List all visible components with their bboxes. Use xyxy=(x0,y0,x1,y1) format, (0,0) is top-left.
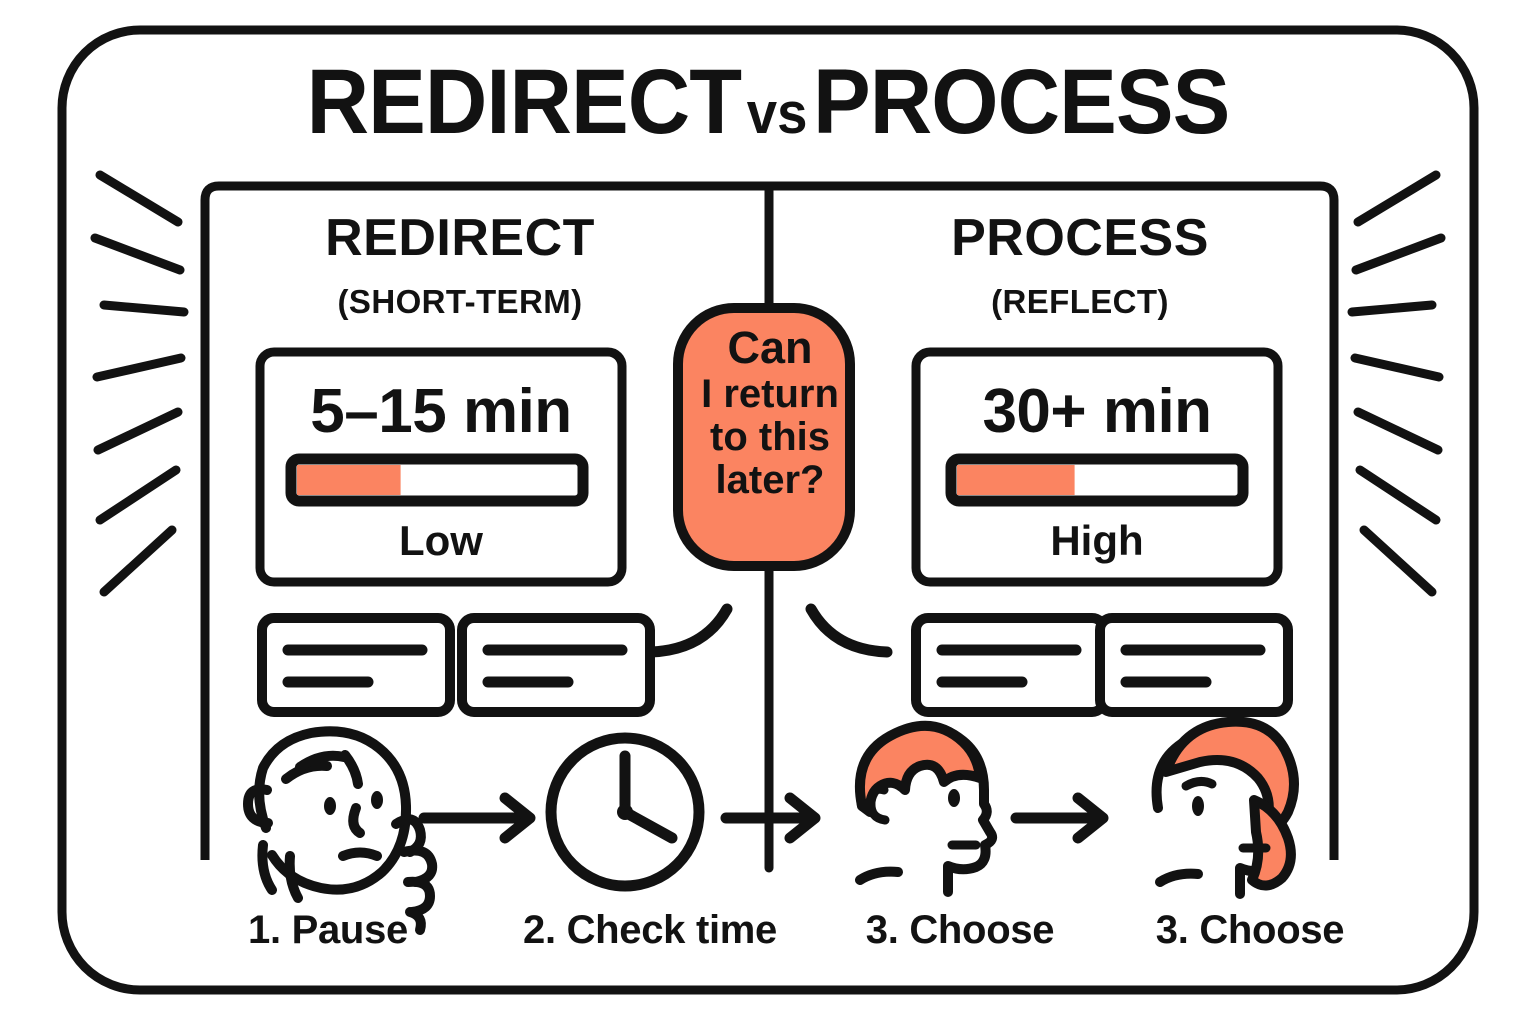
metric-card-process xyxy=(911,347,1283,587)
badge-line-3: to this xyxy=(710,414,830,459)
profile-face-orange-hair-icon xyxy=(854,720,998,897)
badge-line-1: Can xyxy=(727,322,813,373)
arrow-step2-to-step3 xyxy=(720,792,821,844)
step-caption-check-time: 2. Check time xyxy=(523,908,777,952)
branch-arc-left xyxy=(645,603,733,658)
placeholder-card xyxy=(1095,613,1293,717)
metric-label-redirect: Low xyxy=(399,517,483,564)
step-caption-choose-1: 3. Choose xyxy=(865,908,1055,952)
placeholder-card xyxy=(911,613,1109,717)
title-word-redirect: REDIRECT xyxy=(306,51,742,153)
metric-label-process: High xyxy=(1050,517,1144,564)
metric-card-redirect xyxy=(255,347,627,587)
branch-arc-right xyxy=(805,603,893,658)
step-caption-pause: 1. Pause xyxy=(248,908,408,952)
column-subheading-process: (REFLECT) xyxy=(991,283,1169,320)
placeholder-cards-redirect xyxy=(257,613,655,717)
column-heading-redirect: REDIRECT xyxy=(325,209,595,267)
metric-value-process: 30+ min xyxy=(982,377,1212,446)
arrow-step3-to-step4 xyxy=(1010,792,1109,844)
metric-value-redirect: 5–15 min xyxy=(310,377,572,446)
step-caption-choose-2: 3. Choose xyxy=(1155,908,1345,952)
profile-face-orange-cap-icon xyxy=(1151,716,1299,899)
decision-badge[interactable] xyxy=(673,303,855,571)
badge-line-2: I return xyxy=(701,371,839,416)
placeholder-card xyxy=(457,613,655,717)
column-heading-process: PROCESS xyxy=(951,209,1209,267)
sparkle-lines-right xyxy=(1347,170,1446,597)
placeholder-card xyxy=(257,613,455,717)
sparkle-lines-left xyxy=(90,170,189,597)
clock-icon xyxy=(545,732,705,892)
arrow-step1-to-step2 xyxy=(418,792,536,844)
meter-fill-redirect xyxy=(297,465,401,495)
title-word-process: PROCESS xyxy=(813,51,1230,153)
page-title: REDIRECTvsPROCESS xyxy=(46,56,1490,148)
badge-line-4: later? xyxy=(715,457,825,502)
branch-arcs xyxy=(645,603,893,658)
thinking-face-icon xyxy=(243,726,438,935)
title-word-vs: vs xyxy=(746,81,808,146)
meter-fill-process xyxy=(957,465,1075,495)
column-subheading-redirect: (SHORT-TERM) xyxy=(337,283,583,320)
decision-badge-text[interactable]: Can I return to this later? xyxy=(672,322,868,502)
placeholder-cards-process xyxy=(911,613,1293,717)
